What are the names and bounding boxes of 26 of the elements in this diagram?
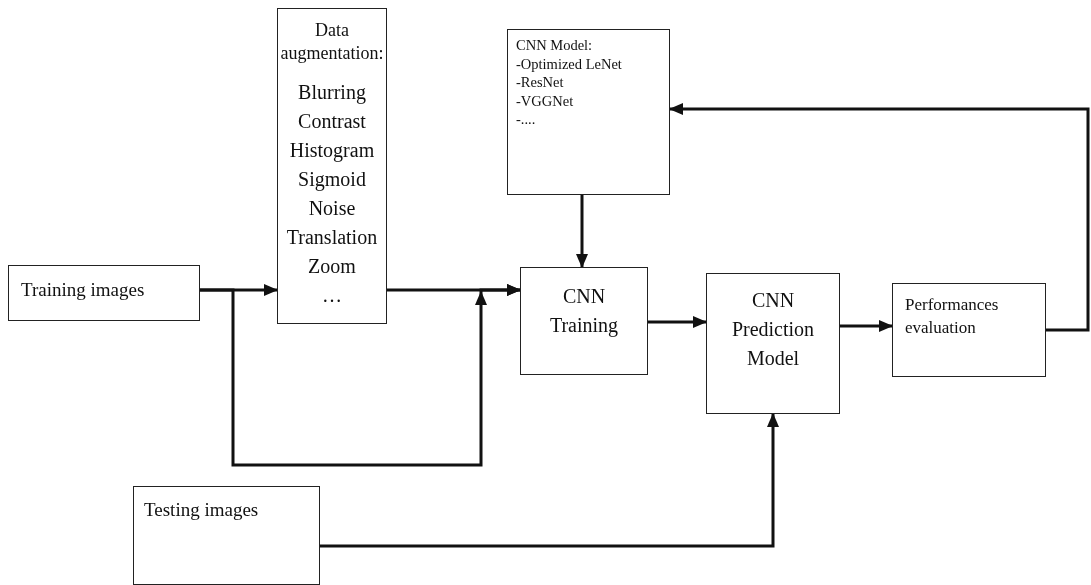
box-heading: CNN Model: — [516, 36, 594, 55]
box-label: Sigmoid — [297, 166, 367, 193]
box-label: Training images — [21, 279, 146, 302]
box-label: Zoom — [307, 253, 357, 279]
box-label: -VGGNet — [516, 91, 575, 111]
process-box — [520, 267, 648, 375]
box-label: Blurring — [297, 79, 367, 106]
process-box — [8, 265, 200, 321]
box-label: -.... — [516, 110, 537, 129]
box-label: Noise — [307, 195, 357, 221]
box-label: Testing images — [144, 499, 260, 522]
box-heading: Data augmentation: — [279, 19, 385, 66]
process-box — [133, 486, 320, 585]
box-label: CNN Training — [548, 284, 620, 339]
process-box — [277, 8, 387, 324]
box-label: -ResNet — [516, 73, 565, 92]
box-label: Histogram — [288, 137, 376, 164]
box-label: Performances evaluation — [905, 294, 1000, 339]
box-label: … — [321, 282, 343, 308]
box-label: Translation — [285, 224, 379, 250]
box-label: Contrast — [297, 108, 367, 134]
process-box — [706, 273, 840, 414]
box-label: CNN Prediction Model — [730, 288, 816, 371]
process-box — [892, 283, 1046, 377]
process-box — [507, 29, 670, 195]
box-label: -Optimized LeNet — [516, 54, 623, 74]
